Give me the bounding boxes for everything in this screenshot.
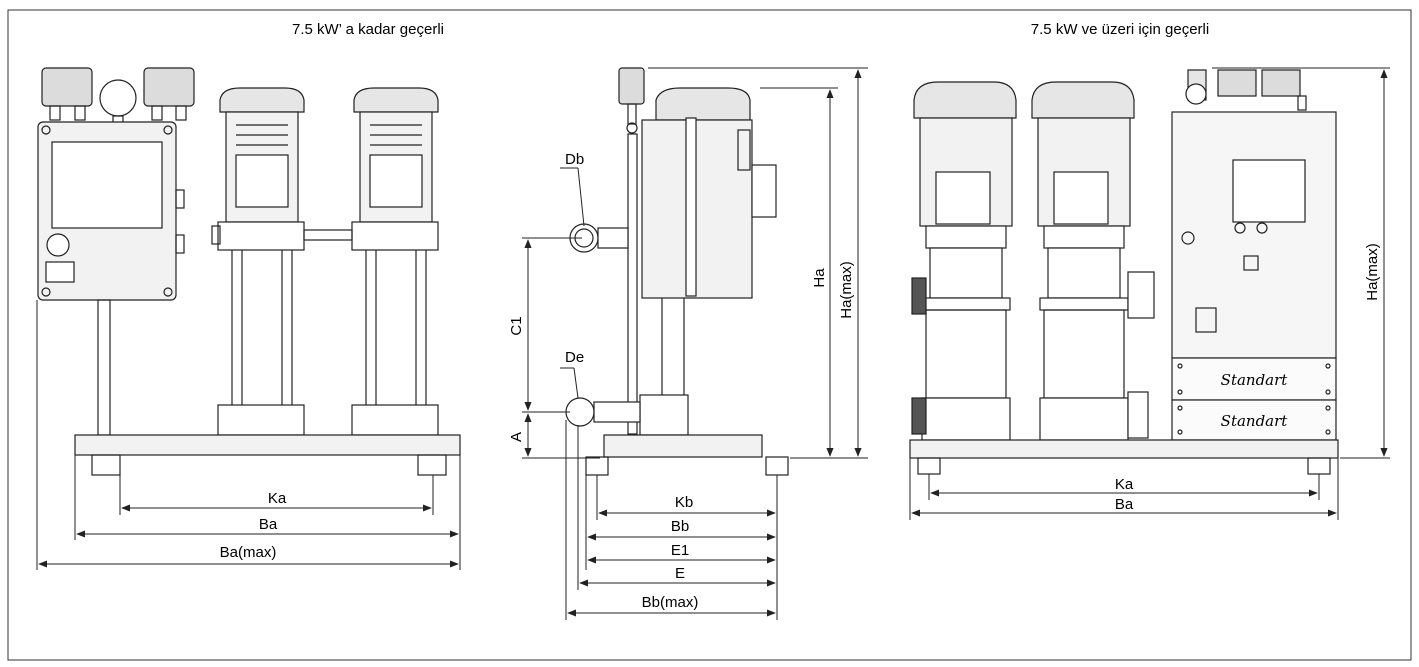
dim-kb: Kb: [675, 494, 693, 511]
dim-c1: C1: [508, 316, 525, 335]
dim-bb: Bb: [671, 518, 689, 535]
dim-ka-left: Ka: [268, 490, 287, 507]
side-dimensions: [522, 67, 868, 620]
pump-2: [351, 87, 439, 436]
right-front-view: [909, 69, 1339, 475]
pump-4: [1031, 81, 1135, 441]
dim-a: A: [508, 432, 525, 442]
drawing-border: [7, 9, 1412, 661]
dim-ba-right: Ba: [1115, 496, 1134, 513]
label-de: De: [565, 349, 584, 366]
right-dimensions: [909, 67, 1390, 520]
base-frame: [74, 434, 461, 456]
label-db: Db: [565, 151, 584, 168]
dim-ha-max-side: Ha(max): [838, 261, 855, 319]
control-cabinet: [1171, 69, 1337, 441]
dim-bb-max: Bb(max): [642, 594, 699, 611]
right-title: 7.5 kW ve üzeri için geçerli: [1031, 21, 1209, 38]
left-title: 7.5 kW’ a kadar geçerli: [292, 21, 444, 38]
dim-ha: Ha: [811, 268, 828, 288]
dim-ha-max-right: Ha(max): [1364, 243, 1381, 301]
dim-e: E: [675, 565, 685, 582]
dim-ba-max-left: Ba(max): [220, 544, 277, 561]
side-view: [565, 67, 789, 476]
left-front-view: [37, 67, 461, 476]
brand-plate-2: Standart: [1221, 412, 1289, 430]
brand-plate-1: Standart: [1221, 371, 1289, 389]
manometer: [99, 79, 137, 125]
dim-ka-right: Ka: [1115, 476, 1134, 493]
pump-3: [913, 81, 1017, 441]
pressure-switch-left: [41, 67, 93, 121]
dim-ba-left: Ba: [259, 516, 278, 533]
pump-1: [217, 87, 305, 436]
pressure-switch-right: [143, 67, 195, 121]
dim-e1: E1: [671, 542, 689, 559]
left-dimensions: [36, 300, 461, 570]
